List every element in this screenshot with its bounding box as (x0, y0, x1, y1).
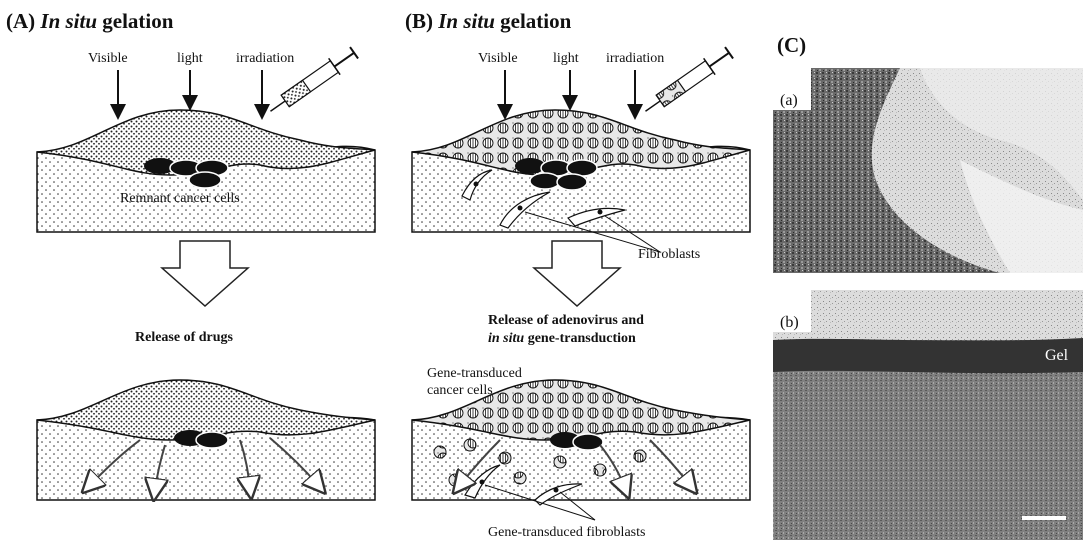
virus-particle-2 (464, 439, 476, 451)
gene-transduced-fibroblasts-label: Gene-transduced fibroblasts (488, 525, 645, 540)
photo-a: (a) (773, 68, 1083, 273)
photo-b-label: (b) (780, 314, 799, 331)
panel-c-title: (C) (777, 33, 806, 57)
gene-transduced-cancer-label-1: Gene-transduced (427, 366, 522, 381)
panel-a: (A) In situ gelation Visible light irrad… (6, 9, 375, 500)
light-word-visible-a: Visible (88, 51, 128, 66)
virus-particle-4 (514, 472, 526, 484)
cancer-cell-b-7 (573, 434, 603, 450)
release-adenovirus-line2: in situ gene-transduction (488, 331, 636, 346)
fibroblast-b-2-nucleus (518, 206, 523, 211)
panel-b-title: (B) In situ gelation (405, 9, 572, 33)
fibroblast-b-4-nucleus (480, 480, 485, 485)
remnant-cells-label: Remnant cancer cells (120, 191, 240, 206)
big-arrow-b (534, 241, 620, 306)
virus-particle-8 (449, 474, 461, 486)
big-arrow-a (162, 241, 248, 306)
panel-c: (C) (a) (b) Gel (773, 33, 1083, 540)
virus-particle-7 (634, 450, 646, 462)
virus-particle-6 (594, 464, 606, 476)
light-word-light-a: light (177, 51, 203, 66)
fibroblasts-label: Fibroblasts (638, 247, 700, 262)
fibroblast-b-5-nucleus (554, 488, 559, 493)
virus-particle-1 (434, 446, 446, 458)
virus-particle-3 (499, 452, 511, 464)
cancer-cell-a-4 (189, 172, 221, 188)
light-word-visible-b: Visible (478, 51, 518, 66)
cancer-cell-b-1 (515, 158, 545, 174)
fibroblast-b-3-nucleus (598, 210, 603, 215)
gel-label: Gel (1045, 347, 1069, 364)
gene-transduced-cancer-label-2: cancer cells (427, 383, 493, 398)
panel-a-title: (A) In situ gelation (6, 9, 174, 33)
release-adenovirus-line1: Release of adenovirus and (488, 313, 644, 328)
release-drugs-label: Release of drugs (135, 330, 234, 345)
light-word-light-b: light (553, 51, 579, 66)
photo-b: (b) Gel (773, 290, 1083, 540)
cancer-cell-b-5 (557, 174, 587, 190)
photo-a-label: (a) (780, 92, 798, 109)
fibroblast-b-1-nucleus (474, 182, 479, 187)
cancer-cell-b-4 (530, 173, 560, 189)
light-word-irradiation-a: irradiation (236, 51, 294, 66)
panel-b: (B) In situ gelation Visible light irrad… (405, 9, 750, 540)
cancer-cell-a-6 (196, 432, 228, 448)
virus-particle-5 (554, 456, 566, 468)
light-word-irradiation-b: irradiation (606, 51, 664, 66)
